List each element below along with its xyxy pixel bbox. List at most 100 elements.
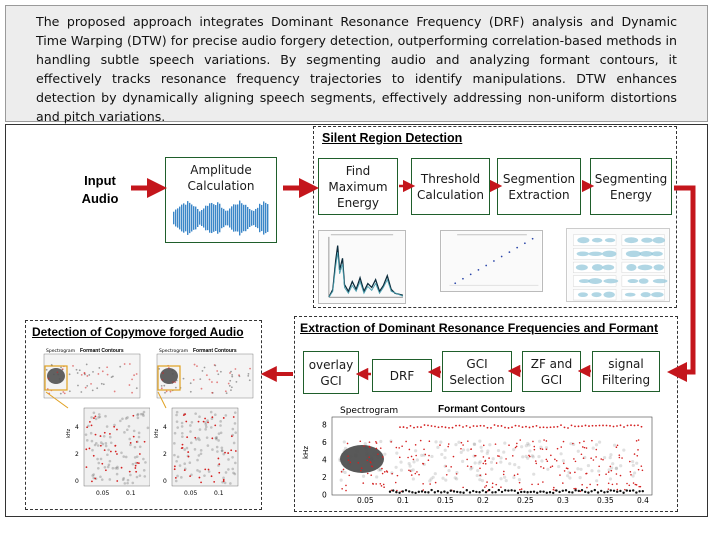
waveform-bar <box>181 204 183 232</box>
spectrogram-grain <box>602 455 607 460</box>
zoom-grain <box>206 444 210 447</box>
spectrogram-grain <box>530 454 534 458</box>
zoom-formant-point <box>143 440 146 443</box>
formant-point <box>595 424 597 427</box>
zoom-grain <box>142 469 146 472</box>
formant-point <box>445 465 447 467</box>
formant-point <box>556 425 559 428</box>
spectrogram-grain <box>480 449 484 453</box>
pitch-point <box>555 489 558 492</box>
segment-blob <box>653 264 664 271</box>
zoom-formant-point <box>94 433 97 436</box>
zoom-ytick: 4 <box>75 424 79 431</box>
formant-point <box>408 469 410 472</box>
zoom-grain <box>214 436 218 440</box>
spectrogram-grain <box>461 459 465 463</box>
threshold-plot-thumbnail <box>440 230 543 292</box>
threshold-point <box>508 251 511 253</box>
spectrogram-grain <box>503 441 507 445</box>
zoom-grain <box>144 461 147 464</box>
formant-point <box>349 461 352 464</box>
spectrogram-grain <box>376 455 380 459</box>
formant-point <box>516 473 519 475</box>
formant-point <box>482 462 485 465</box>
mini-point <box>78 369 81 372</box>
formant-point <box>629 460 631 463</box>
formant-point <box>418 473 420 476</box>
spectrogram-grain <box>420 453 424 457</box>
waveform-bar <box>173 211 175 225</box>
waveform-bar <box>205 205 207 231</box>
formant-point <box>491 486 494 488</box>
pitch-point <box>536 491 539 494</box>
pitch-point <box>568 490 571 494</box>
zoom-grain <box>122 477 126 480</box>
mini-point <box>189 390 192 393</box>
formant-point <box>633 453 636 455</box>
formant-point <box>580 453 583 456</box>
zoom-grain <box>97 461 101 465</box>
formant-point <box>623 426 625 428</box>
formant-point <box>637 449 639 451</box>
mini-spectrogram-label-1: Spectrogram <box>46 348 75 354</box>
zoom-formant-point <box>211 437 214 440</box>
zoom-formant-point <box>135 470 138 473</box>
formant-point <box>616 488 619 491</box>
formant-point <box>630 424 632 427</box>
formant-point <box>484 473 487 475</box>
formant-point <box>497 425 499 427</box>
zoom-formant-point <box>194 436 197 439</box>
formant-point <box>434 481 437 484</box>
formant-point <box>589 483 591 486</box>
zoom-grain <box>199 452 203 456</box>
formant-point <box>542 426 545 429</box>
formant-point <box>479 467 481 470</box>
find-maximum-energy-label: Find Maximum Energy <box>328 163 388 210</box>
formant-point <box>370 461 372 464</box>
formant-point <box>640 425 643 428</box>
spectrogram-grain <box>379 439 383 444</box>
segment-blob <box>624 292 636 297</box>
spectrogram-grain <box>371 459 375 463</box>
zoom-grain <box>96 444 100 447</box>
mini-point <box>72 365 74 367</box>
waveform-bar <box>191 204 193 232</box>
spectrogram-grain <box>469 467 473 471</box>
mini-point <box>111 375 114 378</box>
formant-point <box>639 485 642 488</box>
zoom-grain <box>133 445 137 449</box>
mini-point <box>161 378 164 381</box>
zoom-xtick: 0.05 <box>96 490 110 497</box>
zoom-grain <box>126 478 130 482</box>
zoom-grain <box>108 459 112 463</box>
formant-point <box>498 455 500 458</box>
zoom-formant-point <box>230 449 233 452</box>
formant-point <box>521 426 524 429</box>
formant-point <box>609 465 612 468</box>
zoom-formant-point <box>128 470 131 473</box>
zoom-grain <box>94 417 98 421</box>
waveform-bar <box>199 211 201 225</box>
waveform-bar <box>257 207 259 229</box>
waveform-bar <box>235 204 237 232</box>
formant-point <box>484 486 486 488</box>
spectrogram-grain <box>569 442 573 446</box>
formant-point <box>581 446 584 448</box>
zoom-grain <box>204 425 208 429</box>
formant-point <box>348 474 351 477</box>
mini-point <box>208 378 211 381</box>
formant-point <box>513 474 516 477</box>
mini-point <box>231 375 234 378</box>
formant-point <box>345 489 347 492</box>
mini-point <box>216 370 219 372</box>
zoom-grain <box>198 470 202 473</box>
formant-point <box>569 472 572 474</box>
mini-point <box>200 387 203 390</box>
pitch-point <box>539 490 542 493</box>
zoom-grain <box>93 443 97 447</box>
zoom-grain <box>231 455 234 459</box>
segment-blob <box>576 251 589 257</box>
formant-point <box>628 484 631 487</box>
mini-point <box>235 380 238 383</box>
formant-point <box>635 484 638 486</box>
